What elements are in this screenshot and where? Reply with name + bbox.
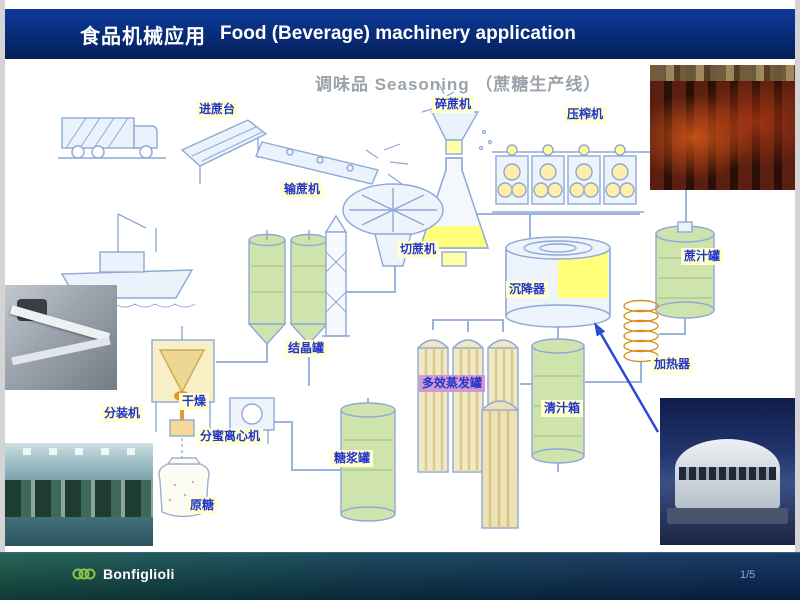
label-centrifuge: 分蜜离心机 — [197, 428, 264, 445]
brand-name: Bonfiglioli — [103, 566, 175, 582]
label-cane-press: 压榨机 — [564, 106, 607, 123]
diagram-title: 调味品 Seasoning （蔗糖生产线） — [315, 75, 602, 94]
label-cane-juice-tank: 蔗汁罐 — [681, 248, 724, 265]
photo-texture — [650, 65, 795, 81]
label-crystallization-tank: 结晶罐 — [285, 340, 328, 357]
label-cane-feeding-table: 进蔗台 — [196, 101, 239, 118]
photo-texture — [9, 305, 111, 342]
photo-texture — [666, 508, 789, 525]
label-cane-cutter: 切蔗机 — [397, 241, 440, 258]
juice-tank-drawing — [655, 221, 715, 319]
settler-drawing — [505, 236, 611, 328]
photo-texture — [5, 480, 153, 518]
page-number: 1/5 — [740, 569, 756, 581]
photo-texture — [11, 336, 111, 366]
bonfiglioli-rings-icon — [72, 568, 96, 580]
slide-left-margin — [0, 0, 5, 552]
press-mills-drawing — [492, 144, 644, 213]
label-drying: 干燥 — [179, 393, 210, 410]
slide-header: 食品机械应用 Food (Beverage) machinery applica… — [5, 9, 795, 59]
slide-footer: Bonfiglioli 1/5 — [0, 552, 800, 600]
truck-drawing — [58, 117, 166, 159]
filling-machine-drawing — [151, 326, 215, 437]
tower-drawing — [322, 214, 350, 337]
slide-right-margin — [795, 0, 800, 552]
photo-milling-machinery — [650, 65, 795, 190]
label-cane-conveyor: 输蔗机 — [281, 181, 324, 198]
striped-tank-drawing — [481, 400, 519, 529]
bonfiglioli-logo: Bonfiglioli — [72, 566, 175, 582]
photo-equipment — [5, 285, 117, 390]
label-cane-crusher: 碎蔗机 — [432, 96, 475, 113]
centrifuge-drawing — [229, 397, 275, 444]
label-syrup-tank: 糖浆罐 — [331, 450, 374, 467]
juice-flask-drawing — [419, 157, 489, 267]
feeding-table-drawing — [180, 119, 268, 184]
photo-round-building — [660, 398, 795, 545]
photo-factory-floor — [5, 443, 153, 546]
label-heater: 加热器 — [651, 356, 694, 373]
label-raw-sugar: 原糖 — [187, 497, 218, 514]
photo-texture — [5, 448, 153, 456]
crystallizer-drawing — [247, 230, 329, 346]
label-filling-machine: 分装机 — [101, 405, 144, 422]
photo-texture — [678, 467, 777, 481]
label-settler: 沉降器 — [506, 281, 549, 298]
crusher-drawing — [430, 111, 480, 155]
pointer-arrow — [594, 322, 660, 433]
header-title-en: Food (Beverage) machinery application — [220, 23, 576, 44]
header-title-zh: 食品机械应用 — [80, 25, 206, 48]
label-clear-juice-tank: 清汁箱 — [541, 400, 584, 417]
heater-drawing — [623, 299, 659, 363]
footer-shade — [0, 553, 800, 600]
label-multi-effect-evaporator: 多效蒸发罐 — [419, 375, 486, 392]
cane-conveyor-drawing — [255, 141, 379, 185]
